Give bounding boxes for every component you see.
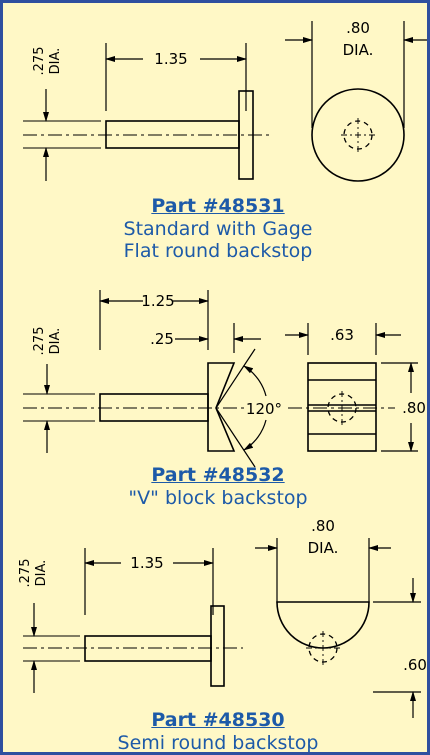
- part-description-line-1: Semi round backstop: [117, 732, 319, 754]
- technical-drawing: 1.35 .275 DIA. .80 DIA. 1.25 .25 120: [18, 19, 427, 718]
- p1-shaft-dia-value: .275: [32, 47, 47, 76]
- p2-shaft-dia-value: .275: [32, 327, 47, 356]
- part-48530-side-view: [23, 548, 243, 693]
- part-number: Part #48530: [151, 709, 285, 731]
- p3-shaft-dia-unit: DIA.: [34, 560, 49, 587]
- part-48530-caption: Part #48530 Semi round backstop: [3, 709, 427, 754]
- p3-height-label: .60: [403, 656, 427, 674]
- p3-head-dia-value: .80: [311, 517, 335, 535]
- part-description-line-1: Standard with Gage: [123, 218, 313, 240]
- part-description-line-2: Flat round backstop: [123, 240, 313, 262]
- p2-angle-label: 120°: [246, 400, 282, 418]
- p2-length-label: 1.25: [141, 292, 174, 310]
- p3-length-label: 1.35: [130, 554, 163, 572]
- part-description-line-1: "V" block backstop: [128, 487, 308, 509]
- p2-shaft-dia-unit: DIA.: [48, 328, 63, 355]
- part-48532-end-view: [285, 323, 418, 452]
- part-number: Part #48531: [151, 195, 285, 217]
- p2-height-label: .80: [402, 399, 426, 417]
- part-48532-caption: Part #48532 "V" block backstop: [3, 464, 427, 509]
- p3-shaft-dia-value: .275: [18, 559, 33, 588]
- part-48532-side-view: [23, 290, 267, 468]
- p1-head-dia-unit: DIA.: [343, 41, 374, 59]
- part-48531-side-view: [23, 43, 273, 181]
- p2-head-thickness-label: .25: [150, 330, 174, 348]
- part-number: Part #48532: [151, 464, 285, 486]
- p2-width-label: .63: [330, 326, 354, 344]
- p1-shaft-dia-unit: DIA.: [48, 48, 63, 75]
- part-48531-end-view: [285, 21, 427, 182]
- p3-head-dia-unit: DIA.: [308, 539, 339, 557]
- part-48530-end-view: [255, 538, 421, 718]
- p1-length-label: 1.35: [154, 50, 187, 68]
- p1-head-dia-value: .80: [346, 19, 370, 37]
- part-48531-caption: Part #48531 Standard with Gage Flat roun…: [3, 195, 427, 262]
